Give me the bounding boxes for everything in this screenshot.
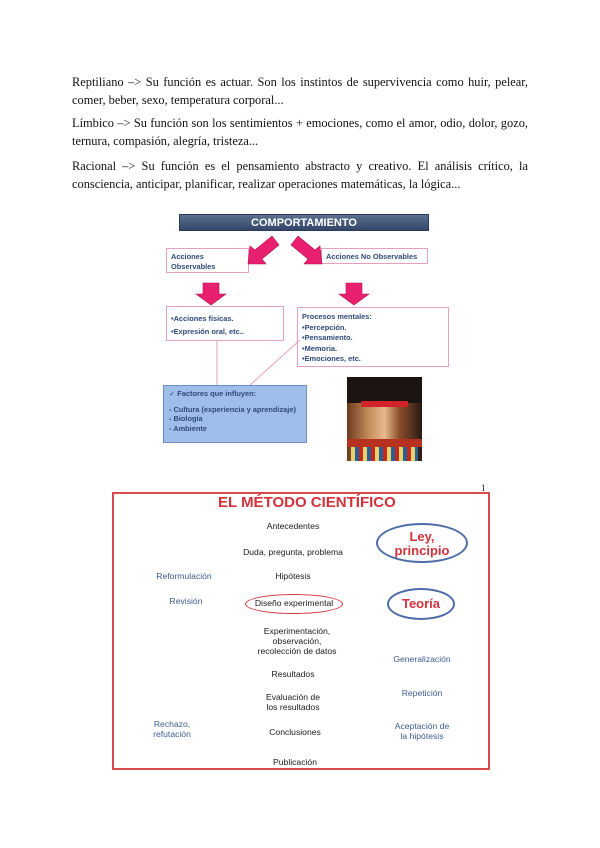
indigenous-portrait-image (347, 377, 422, 461)
mental-title: Procesos mentales: (302, 312, 372, 321)
rechazo-line-2: refutación (153, 729, 191, 739)
photo-beads (351, 447, 418, 461)
paragraph-racional: Racional –> Su función es el pensamiento… (72, 159, 528, 191)
non-observable-label: Acciones No Observables (326, 252, 418, 261)
page-number: 1 (481, 483, 486, 493)
arrow-to-observable (247, 235, 280, 265)
arrow-to-non-observable (290, 235, 323, 265)
node-evaluacion: Evaluación de los resultados (266, 692, 320, 712)
node-reformulacion: Reformulación (156, 571, 212, 581)
node-antecedentes: Antecedentes (266, 521, 320, 531)
physical-line-1: •Acciones físicas. (171, 314, 234, 323)
non-observable-actions-box: Acciones No Observables (321, 248, 428, 264)
influencing-factors-box: ✓ Factores que influyen: - Cultura (expe… (163, 385, 307, 443)
arrow-down-mental (338, 282, 370, 306)
connector-factors-mental (249, 339, 301, 386)
observable-line-2: Observables (171, 262, 216, 271)
node-aceptacion: Aceptación de la hipótesis (395, 721, 449, 741)
experimentacion-line-1: Experimentación, (263, 626, 331, 636)
evaluacion-line-2: los resultados (266, 702, 320, 712)
scientific-method-title: EL MÉTODO CIENTÍFICO (218, 494, 396, 511)
observable-line-1: Acciones (171, 252, 204, 261)
photo-hair (347, 377, 422, 403)
photo-headband (361, 401, 408, 407)
factor-item: - Cultura (experiencia y aprendizaje) (169, 404, 296, 414)
node-experimentacion: Experimentación, observación, recolecció… (258, 626, 337, 656)
factor-item: - Ambiente (169, 423, 207, 433)
factors-title: ✓ Factores que influyen: (169, 389, 257, 398)
rechazo-line-1: Rechazo, (153, 719, 191, 729)
ley-line-2: principio (394, 543, 450, 558)
mental-item: •Pensamiento. (302, 333, 353, 343)
physical-line-2: •Expresión oral, etc.. (171, 327, 244, 336)
paragraph-limbico: Límbico –> Su función son los sentimient… (72, 116, 528, 148)
mental-processes-box: Procesos mentales: •Percepción. •Pensami… (297, 307, 449, 367)
node-generalizacion: Generalización (393, 654, 451, 664)
mental-item: •Emociones, etc. (302, 354, 361, 364)
node-teoria: Teoría (387, 588, 455, 620)
node-revision: Revisión (169, 596, 203, 606)
node-duda: Duda, pregunta, problema (243, 547, 343, 557)
node-resultados: Resultados (271, 669, 315, 679)
physical-actions-box: •Acciones físicas. •Expresión oral, etc.… (166, 306, 284, 341)
node-conclusiones: Conclusiones (269, 727, 321, 737)
node-ley-principio: Ley, principio (376, 523, 468, 563)
aceptacion-line-2: la hipótesis (400, 731, 444, 741)
node-publicacion: Publicación (273, 757, 317, 767)
node-diseno-experimental: Diseño experimental (245, 594, 343, 614)
aceptacion-line-1: Aceptación de (394, 721, 450, 731)
factor-item: - Biología (169, 414, 203, 424)
node-hipotesis: Hipótesis (275, 571, 311, 581)
ley-line-1: Ley, (409, 529, 435, 544)
evaluacion-line-1: Evaluación de (266, 692, 320, 702)
arrow-down-physical (195, 282, 227, 306)
experimentacion-line-2: observación, (272, 636, 322, 646)
photo-garment (347, 439, 422, 447)
experimentacion-line-3: recolección de datos (257, 646, 337, 656)
comportamiento-title: COMPORTAMIENTO (179, 214, 429, 231)
mental-item: •Percepción. (302, 322, 347, 332)
node-repeticion: Repetición (401, 688, 443, 698)
paragraph-reptiliano: Reptiliano –> Su función es actuar. Son … (72, 75, 528, 107)
mental-item: •Memoria. (302, 343, 338, 353)
node-rechazo: Rechazo, refutación (153, 719, 191, 739)
